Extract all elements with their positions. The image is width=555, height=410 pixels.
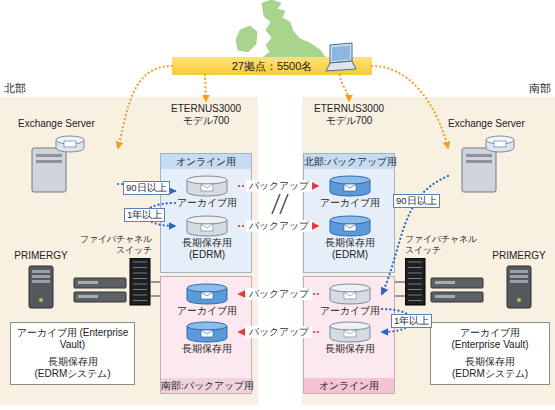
- section-band: 北部:バックアップ用: [304, 154, 394, 169]
- site-count: 27拠点：5500名: [172, 57, 372, 75]
- disk-node: アーカイブ用: [175, 175, 239, 209]
- storage-model-label: ETERNUS3000 モデル700: [160, 101, 252, 127]
- line-break-mark: [272, 194, 288, 214]
- software-label: アーカイブ用 (Enterprise Vault): [436, 327, 544, 351]
- disk-label: 長期保存用: [318, 343, 382, 355]
- disk-label: 長期保存用 (EDRM): [318, 237, 382, 261]
- section-band: オンライン用: [304, 378, 394, 393]
- backup-label: バックアップ: [246, 180, 312, 192]
- disk-label: アーカイブ用: [175, 305, 239, 317]
- primergy-icon: [501, 264, 537, 310]
- disk-icon: [181, 175, 233, 197]
- disk-node: 長期保存用 (EDRM): [175, 215, 239, 261]
- region-heading-holder: 南部: [529, 82, 551, 95]
- box-node: アーカイブ用 (Enterprise Vault) 長期保存用 (EDRMシステム…: [430, 322, 550, 385]
- server-label: PRIMERGY: [10, 250, 72, 262]
- software-label: 長期保存用 (EDRMシステム): [16, 356, 129, 380]
- dotted-flow-arrow: [382, 176, 448, 294]
- section-node: オンライン用アーカイブ用長期保存用: [303, 276, 395, 394]
- panel-node: 北部Exchange ServerETERNUS3000 モデル700オンライン…: [0, 97, 258, 405]
- tower-node: PRIMERGY: [488, 250, 550, 310]
- disk-node: 長期保存用 (EDRM): [318, 215, 382, 261]
- disk-node: アーカイブ用: [318, 175, 382, 209]
- server-label: Exchange Server: [18, 118, 118, 130]
- disk-icon: [324, 283, 376, 305]
- switch-node: ファイバチャネル スイッチ: [405, 234, 485, 306]
- disk-icon: [324, 175, 376, 197]
- storage-model-label: ETERNUS3000 モデル700: [303, 101, 395, 127]
- disk-label: アーカイブ用: [318, 305, 382, 317]
- region-heading: 南部: [529, 82, 551, 95]
- disk-node: アーカイブ用: [175, 283, 239, 317]
- fc-switch-icon: [72, 258, 152, 306]
- disk-node: 長期保存用: [318, 321, 382, 355]
- fc-switch-icon: [405, 258, 485, 306]
- bar-node: 27拠点：5500名: [172, 57, 372, 75]
- box-node: アーカイブ用 (Enterprise Vault) 長期保存用 (EDRMシステム…: [10, 322, 135, 385]
- backup-label: バックアップ: [246, 220, 312, 232]
- disk-label: 長期保存用: [175, 343, 239, 355]
- disk-label: アーカイブ用: [318, 197, 382, 209]
- disk-icon: [181, 321, 233, 343]
- region-heading: 北部: [4, 82, 26, 95]
- disk-icon: [181, 215, 233, 237]
- dotted-flow-arrow: [372, 66, 448, 148]
- disk-label: アーカイブ用: [175, 197, 239, 209]
- section-label: 南部:バックアップ用: [161, 380, 251, 391]
- tower-node: PRIMERGY: [10, 250, 72, 310]
- exchange-server-icon: [26, 132, 88, 194]
- backup-label: バックアップ: [246, 326, 312, 338]
- disk-icon: [324, 215, 376, 237]
- software-label: 長期保存用 (EDRMシステム): [436, 356, 544, 380]
- switch-label: ファイバチャネル スイッチ: [405, 234, 485, 256]
- region-heading-holder: 北部: [4, 82, 26, 95]
- dotted-flow-arrow: [118, 66, 172, 148]
- exchange-server-icon: [456, 132, 518, 194]
- section-band: オンライン用: [161, 154, 251, 169]
- section-label: オンライン用: [304, 380, 394, 391]
- dotted-flow-arrow: [205, 75, 206, 101]
- retention-label: 1年以上: [391, 314, 432, 328]
- disk-node: アーカイブ用: [318, 283, 382, 317]
- retention-label: 90日以上: [393, 194, 440, 208]
- section-label: 北部:バックアップ用: [304, 156, 394, 167]
- panel-node: 南部ETERNUS3000 モデル700北部:バックアップ用アーカイブ用長期保存…: [302, 97, 555, 405]
- retention-label: 90日以上: [123, 181, 170, 195]
- dotted-flow-arrow: [340, 75, 349, 101]
- server-node: Exchange Server: [18, 118, 118, 194]
- server-label: Exchange Server: [448, 118, 548, 130]
- laptop-icon: [322, 41, 358, 73]
- ireland-map: [236, 26, 257, 52]
- column-node: ETERNUS3000 モデル700オンライン用アーカイブ用長期保存用 (EDR…: [160, 101, 252, 395]
- disk-icon: [324, 321, 376, 343]
- section-node: オンライン用アーカイブ用長期保存用 (EDRM): [160, 153, 252, 273]
- section-label: オンライン用: [161, 156, 251, 167]
- disk-node: 長期保存用: [175, 321, 239, 355]
- server-label: PRIMERGY: [488, 250, 550, 262]
- disk-label: 長期保存用 (EDRM): [175, 237, 239, 261]
- section-node: 北部:バックアップ用アーカイブ用長期保存用 (EDRM): [303, 153, 395, 273]
- switch-label: ファイバチャネル スイッチ: [72, 234, 152, 256]
- section-band: 南部:バックアップ用: [161, 378, 251, 393]
- switch-node: ファイバチャネル スイッチ: [72, 234, 152, 306]
- backup-label: バックアップ: [246, 288, 312, 300]
- server-node: Exchange Server: [448, 118, 548, 194]
- column-node: ETERNUS3000 モデル700北部:バックアップ用アーカイブ用長期保存用 …: [303, 101, 395, 395]
- primergy-icon: [23, 264, 59, 310]
- retention-label: 1年以上: [124, 208, 165, 222]
- disk-icon: [181, 283, 233, 305]
- software-label: アーカイブ用 (Enterprise Vault): [16, 327, 129, 351]
- section-node: 南部:バックアップ用アーカイブ用長期保存用: [160, 276, 252, 394]
